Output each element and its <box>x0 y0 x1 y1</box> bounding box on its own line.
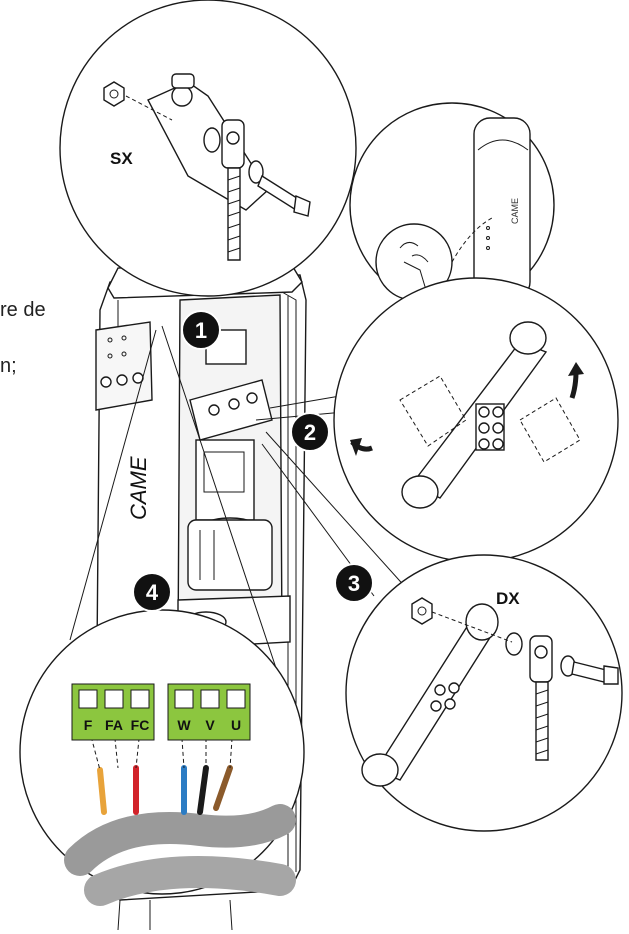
step-badge-1 <box>181 310 221 350</box>
terminal-screw <box>174 689 194 709</box>
wire-u <box>213 765 233 811</box>
terminal-label-u: U <box>231 717 241 733</box>
dx-label: DX <box>496 589 520 608</box>
terminal-block-limit-switch: F FA FC <box>71 683 155 741</box>
terminal-label-fc: FC <box>131 717 150 733</box>
terminal-screw <box>104 689 124 709</box>
wire-v <box>197 765 209 815</box>
cabinet-brand-label: CAME <box>126 456 151 520</box>
terminal-label-v: V <box>205 717 215 733</box>
step-number-1: 1 <box>195 318 207 343</box>
terminal-screw <box>130 689 150 709</box>
sx-label: SX <box>110 149 133 168</box>
terminal-screw <box>226 689 246 709</box>
terminal-screw <box>200 689 220 709</box>
wire-fa <box>115 765 123 815</box>
terminal-label-f: F <box>84 717 93 733</box>
step-badge-3 <box>334 563 374 603</box>
callout-dx-detail: DX <box>261 431 623 832</box>
terminal-label-w: W <box>177 717 191 733</box>
terminal-label-fa: FA <box>105 717 123 733</box>
step-number-2: 2 <box>304 420 316 445</box>
wire-f <box>97 767 107 815</box>
text-fragment-2: n; <box>0 355 17 377</box>
text-fragment-1: re de <box>0 299 46 321</box>
callout-sx-detail: SX <box>59 0 357 297</box>
callout-arm-bracket <box>255 277 619 563</box>
step-badge-2 <box>290 412 330 452</box>
step-number-3: 3 <box>348 571 360 596</box>
callout-remote-detail: CAME <box>349 102 555 308</box>
step-badge-4 <box>132 572 172 612</box>
step-number-4: 4 <box>146 580 159 605</box>
terminal-screw <box>78 689 98 709</box>
remote-brand-label: CAME <box>510 198 520 224</box>
